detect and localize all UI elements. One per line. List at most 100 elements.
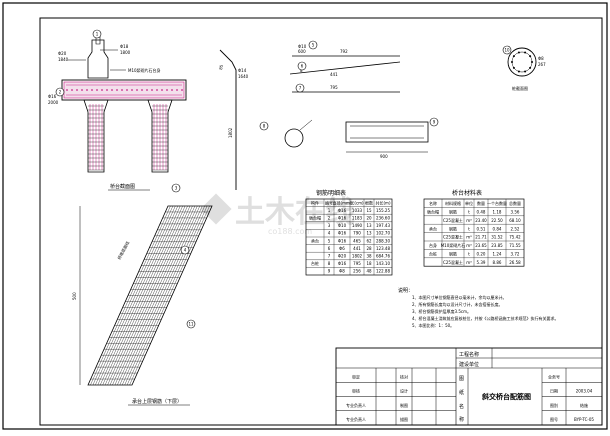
mark3b-text: 2000 [48,100,59,105]
watermark-text: 土木在线 [235,195,355,230]
table-cell: 795 [353,261,361,266]
rebar-dot [111,89,113,91]
table-header-cell: 共长(m) [375,199,390,205]
table-cell: t [468,210,470,215]
mark4-text: Φ10 [298,44,307,49]
callout-10: 10 [502,45,512,55]
table-cell: 0.48 [477,210,486,215]
table-cell: 13 [366,223,372,228]
table-cell: 23.65 [475,243,487,248]
table-cell: 钢筋 [449,209,457,215]
table-cell: m³ [466,235,472,240]
table-cell: 0.84 [493,226,502,231]
table-cell: 3.56 [511,210,520,215]
table-header-cell: 长(cm) [350,199,364,205]
table-cell: 0.51 [477,226,486,231]
table-cell: 236.60 [376,216,390,221]
callout-8: 8 [259,121,269,131]
left-column [83,99,109,173]
table-cell: 2 [328,216,331,221]
table-cell: 441 [353,246,361,251]
rebar-dot [106,89,108,91]
pile-bar-dot [529,66,532,69]
mark1-text: Φ18 [120,44,129,49]
table-cell: 4 [328,231,331,236]
callout-6: 6 [297,61,307,71]
table-cell: 1.18 [493,210,502,215]
table-cell: 18 [366,261,372,266]
table-cell: 28 [366,246,372,251]
rebar-dot [156,89,158,91]
cap-mesh: 500 桥墩底面线 承台上层钢筋（下层） [72,205,213,406]
sig-cell: 审定 [352,373,360,379]
sig-cell: 专业负责人 [346,402,366,408]
straight-bars: 792 441 8 795 Φ10 600 [289,44,401,93]
table-header-cell: 单位 [465,200,473,206]
table-cell: 13 [366,231,372,236]
stamp-char-2: 纸 [459,389,464,396]
callout-number: 4 [184,248,187,253]
table-cell: m³ [466,243,472,248]
callout-2: 2 [55,87,65,97]
rebar-dot [146,89,148,91]
table-cell: 1490 [352,223,363,228]
rebar-dot [91,89,93,91]
table-header-cell: 构件 [311,199,319,205]
table-header-cell: 直径(mm) [333,199,352,205]
table-cell: Φ16 [338,261,347,266]
sig-cell: 审核 [352,388,360,394]
mesh-height-dim: 500 [72,292,77,300]
rebar-dot [86,89,88,91]
bent-top-dim: 85 [218,64,224,70]
info-value: 结施 [580,402,588,408]
table-cell: C25混凝土 [443,217,463,223]
stamp-char-3: 名 [459,403,464,410]
mark6b-text: 1640 [238,74,249,79]
notes-heading: 说明： [398,287,413,294]
mark6-text: Φ14 [238,68,247,73]
drawing-title: 斜交桥台配筋图 [481,392,531,401]
callout-1: 1 [92,29,102,39]
table-cell: 21.71 [475,235,487,240]
table-header-cell: 编号 [325,199,333,205]
hoop-detail [284,119,313,148]
callout-number: 2 [59,90,62,95]
table-cell: 台桩 [429,251,437,257]
table-cell: 31.52 [491,235,503,240]
sig-cell: 专业负责人 [346,416,366,422]
callout-3: 3 [171,183,181,193]
note-1: 1、本图尺寸单位钢筋直径以毫米计，余均以厘米计。 [412,294,507,300]
pile-caption: 桩截面图 [512,85,528,91]
pile-section: Φ8 267 桩截面图 [507,47,546,91]
mark5-text: Φ8 [538,56,544,61]
table-cell: 0.20 [477,252,486,257]
inner-border [39,17,603,426]
right-column [147,99,173,173]
rebar-dot [126,89,128,91]
stamp-char-1: 图 [459,376,464,382]
table-cell: 75.42 [509,235,521,240]
table-header-cell: 总数量 [509,200,521,206]
table-cell: t [468,252,470,257]
rebar-dot [121,89,123,91]
table-cell: 1 [328,208,331,213]
rebar-dot [71,89,73,91]
table-cell: 23.85 [491,243,503,248]
callout-7: 7 [295,83,305,93]
table-cell: 68.10 [509,218,521,223]
table-cell: 26.58 [509,260,521,265]
table-cell: 9 [328,269,331,274]
outer-border [2,2,608,430]
info-value: BYP-TC-05 [574,417,594,422]
note-2: 2、所有钢筋长度均以设计尺寸计，未含搭接长度。 [412,301,503,307]
table-cell: 8 [328,261,331,266]
table-cell: t [468,226,470,231]
rebar-dot [131,89,133,91]
watermark-sub: co188.com [268,227,312,236]
sig-cell: 核对 [400,373,408,379]
rebar-dot [141,89,143,91]
table-cell: 790 [353,231,361,236]
note-3: 3、桥台钢筋保护层厚度3.5cm。 [412,308,471,314]
pile-bar-dot [531,61,533,63]
rebar-table-title: 钢筋明细表 [316,189,346,197]
